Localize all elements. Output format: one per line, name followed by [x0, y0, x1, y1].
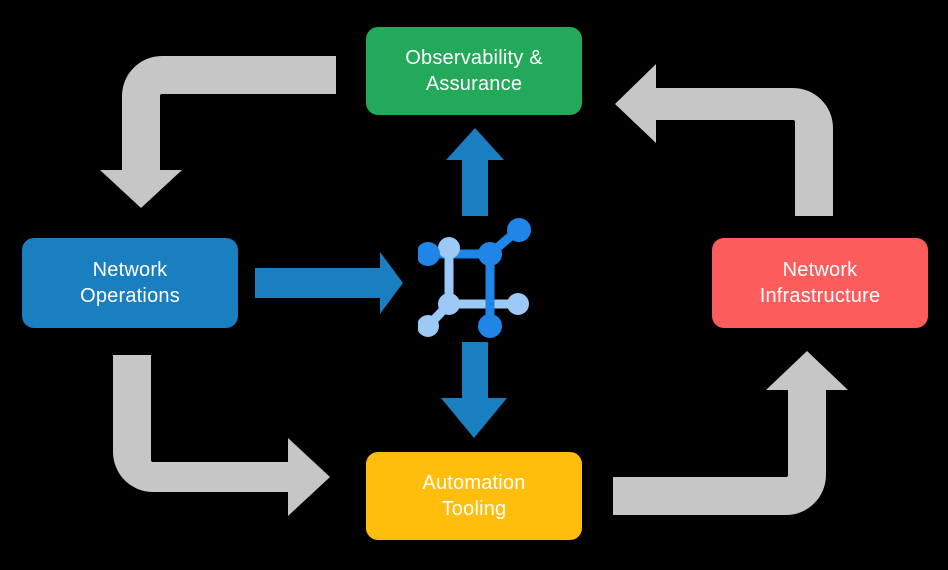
arrow-center-to-observability: [446, 128, 504, 216]
icon-node-light-bottom-left: [418, 315, 439, 337]
node-label-observability-assurance: Observability & Assurance: [405, 46, 543, 95]
node-label-automation-tooling: Automation Tooling: [422, 471, 526, 520]
icon-node-dark-bottom: [478, 314, 502, 338]
arrow-center-to-automation-tooling: [441, 342, 507, 438]
arrow-network-operations-to-center: [255, 252, 403, 314]
node-box-network-operations[interactable]: Network Operations: [22, 238, 238, 328]
arrow-network-infrastructure-to-observability: [615, 64, 833, 216]
network-topology-icon: [418, 218, 531, 338]
node-label-network-infrastructure: Network Infrastructure: [759, 258, 881, 307]
icon-node-dark-top-right: [507, 218, 531, 242]
icon-node-light-mid: [438, 293, 460, 315]
arrow-network-operations-to-automation-tooling: [113, 355, 330, 516]
arrow-observability-to-network-operations: [100, 56, 336, 208]
icon-node-light-right: [507, 293, 529, 315]
arrow-automation-tooling-to-network-infrastructure: [613, 351, 848, 515]
node-box-automation-tooling[interactable]: Automation Tooling: [366, 452, 582, 540]
icon-node-light-top: [438, 237, 460, 259]
node-box-network-infrastructure[interactable]: Network Infrastructure: [712, 238, 928, 328]
icon-node-dark-left: [418, 242, 440, 266]
icon-node-dark-center: [478, 242, 502, 266]
node-label-network-operations: Network Operations: [80, 258, 180, 307]
node-box-observability-assurance[interactable]: Observability & Assurance: [366, 27, 582, 115]
